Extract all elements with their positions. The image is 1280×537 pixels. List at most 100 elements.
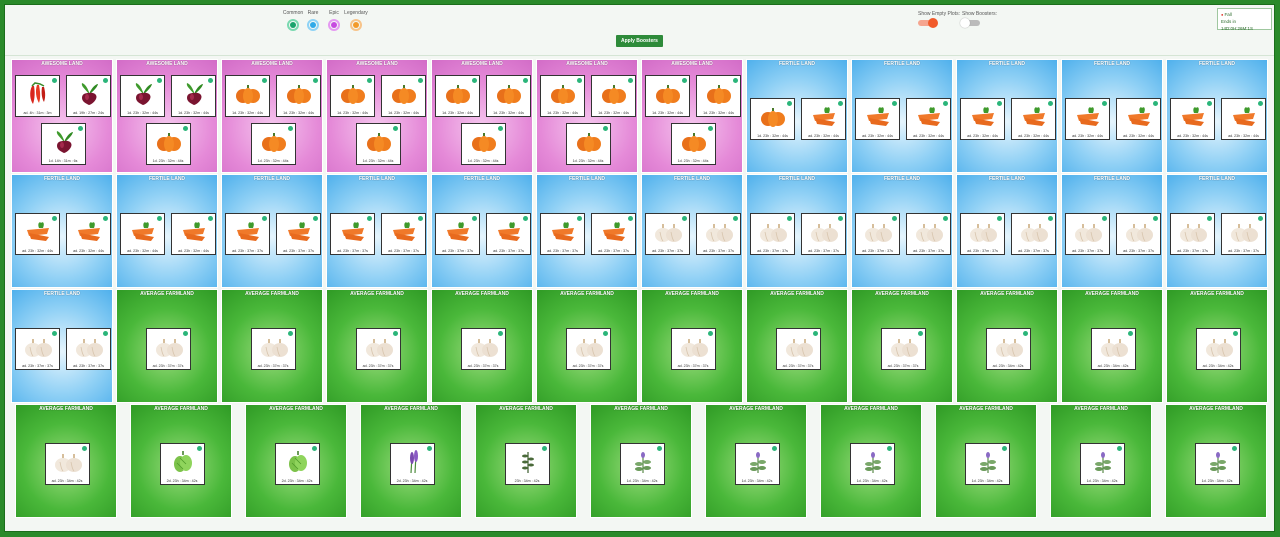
plot-carrot[interactable]: ad. 23h : 32m : 44s (1116, 98, 1161, 140)
show-boosters-toggle[interactable]: Show Boosters: (960, 11, 997, 28)
plot-garlic[interactable]: ad. 23h : 37m : 37s (1065, 213, 1110, 255)
toggle-track[interactable] (918, 18, 938, 28)
plot-pumpkin[interactable]: 1d. 23h : 32m : 44s (225, 75, 270, 117)
plot-carrot[interactable]: ad. 23h : 32m : 44s (960, 98, 1005, 140)
plot-pumpkin[interactable]: 1d. 23h : 32m : 44s (591, 75, 636, 117)
plot-garlic[interactable]: ad. 23h : 37m : 37s (1221, 213, 1266, 255)
plot-pumpkin[interactable]: 1d. 23h : 32m : 44s (355, 123, 401, 165)
plot-garlic[interactable]: ad. 23h : 37m : 37s (460, 328, 506, 370)
plot-hops[interactable]: 2d. 23h : 34m : 42s (159, 443, 205, 485)
plot-pumpkin[interactable]: 1d. 23h : 32m : 44s (435, 75, 480, 117)
plot-garlic[interactable]: ad. 23h : 37m : 37s (66, 328, 111, 370)
plot-beet[interactable]: 1d. 23h : 32m : 44s (171, 75, 216, 117)
plot-pumpkin[interactable]: 1d. 23h : 32m : 44s (565, 123, 611, 165)
apply-boosters-button[interactable]: Apply Boosters (616, 35, 663, 47)
plot-carrot[interactable]: ad. 23h : 37m : 37s (276, 213, 321, 255)
plot-garlic[interactable]: ad. 23h : 37m : 37s (880, 328, 926, 370)
plot-sage[interactable]: 1d. 23h : 34m : 42s (619, 443, 665, 485)
plot-carrot[interactable]: ad. 23h : 37m : 37s (381, 213, 426, 255)
plot-pumpkin[interactable]: 1d. 23h : 32m : 44s (750, 98, 795, 140)
plot-beet[interactable]: ad. 19h : 27m : 24s (66, 75, 111, 117)
plot-garlic[interactable]: ad. 23h : 37m : 37s (750, 213, 795, 255)
plot-carrot[interactable]: ad. 23h : 37m : 37s (330, 213, 375, 255)
plot-sage[interactable]: 1d. 23h : 34m : 42s (1079, 443, 1125, 485)
toggle-knob[interactable] (928, 18, 938, 28)
plot-carrot[interactable]: ad. 23h : 32m : 44s (15, 213, 60, 255)
plot-carrot[interactable]: ad. 23h : 32m : 44s (1011, 98, 1056, 140)
plot-sage[interactable]: 1d. 23h : 34m : 42s (964, 443, 1010, 485)
plot-carrot[interactable]: ad. 23h : 32m : 44s (120, 213, 165, 255)
plot-garlic[interactable]: ad. 23h : 37m : 37s (696, 213, 741, 255)
plot-carrot[interactable]: ad. 23h : 32m : 44s (66, 213, 111, 255)
plot-sage[interactable]: 1d. 23h : 34m : 42s (849, 443, 895, 485)
plot-garlic[interactable]: ad. 23h : 37m : 37s (145, 328, 191, 370)
plot-pumpkin[interactable]: 1d. 23h : 32m : 44s (276, 75, 321, 117)
plot-garlic[interactable]: ad. 23h : 37m : 37s (1170, 213, 1215, 255)
plot-carrot[interactable]: ad. 23h : 37m : 37s (540, 213, 585, 255)
plot-carrot[interactable]: ad. 23h : 32m : 44s (855, 98, 900, 140)
plot-carrot[interactable]: ad. 23h : 32m : 44s (906, 98, 951, 140)
plot-garlic[interactable]: ad. 23h : 34m : 42s (985, 328, 1031, 370)
plot-garlic[interactable]: ad. 23h : 37m : 37s (855, 213, 900, 255)
plot-pumpkin[interactable]: 1d. 23h : 32m : 44s (381, 75, 426, 117)
radio-icon[interactable] (350, 19, 362, 31)
plot-pumpkin[interactable]: 1d. 23h : 32m : 44s (670, 123, 716, 165)
plot-herb[interactable]: 23h : 34m : 42s (504, 443, 550, 485)
plot-pumpkin[interactable]: 1d. 23h : 32m : 44s (330, 75, 375, 117)
plot-garlic[interactable]: ad. 23h : 37m : 37s (645, 213, 690, 255)
plot-garlic[interactable]: ad. 23h : 37m : 37s (15, 328, 60, 370)
plot-carrot[interactable]: ad. 23h : 32m : 44s (171, 213, 216, 255)
plot-garlic[interactable]: ad. 23h : 37m : 37s (960, 213, 1005, 255)
plot-garlic[interactable]: ad. 23h : 37m : 37s (355, 328, 401, 370)
plot-pumpkin[interactable]: 1d. 23h : 32m : 44s (486, 75, 531, 117)
toggle-knob[interactable] (960, 18, 970, 28)
radio-icon[interactable] (307, 19, 319, 31)
plot-garlic[interactable]: ad. 23h : 37m : 37s (1011, 213, 1056, 255)
plot-carrot[interactable]: ad. 23h : 37m : 37s (591, 213, 636, 255)
plot-pumpkin[interactable]: 1d. 23h : 32m : 44s (460, 123, 506, 165)
plot-chili[interactable]: ad. 4h : 31m : 3m (15, 75, 60, 117)
radio-icon[interactable] (328, 19, 340, 31)
radio-icon[interactable] (287, 19, 299, 31)
plot-sage[interactable]: 1d. 23h : 34m : 42s (734, 443, 780, 485)
plot-sage[interactable]: 1d. 23h : 34m : 42s (1194, 443, 1240, 485)
plot-pumpkin[interactable]: 1d. 23h : 32m : 44s (250, 123, 296, 165)
plot-garlic[interactable]: ad. 23h : 37m : 37s (250, 328, 296, 370)
plot-garlic[interactable]: ad. 23h : 37m : 37s (1116, 213, 1161, 255)
plot-carrot[interactable]: ad. 23h : 32m : 44s (1170, 98, 1215, 140)
plot-beet[interactable]: 1d. 23h : 32m : 44s (120, 75, 165, 117)
plot-lavender[interactable]: 2d. 23h : 34m : 42s (389, 443, 435, 485)
rarity-filter-epic[interactable]: Epic (319, 10, 349, 31)
rarity-filter-rare[interactable]: Rare (298, 10, 328, 31)
plot-pumpkin[interactable]: 1d. 23h : 32m : 44s (540, 75, 585, 117)
show-empty-plots-toggle[interactable]: Show Empty Plots: (918, 11, 960, 28)
plot-garlic[interactable]: ad. 23h : 34m : 42s (1090, 328, 1136, 370)
